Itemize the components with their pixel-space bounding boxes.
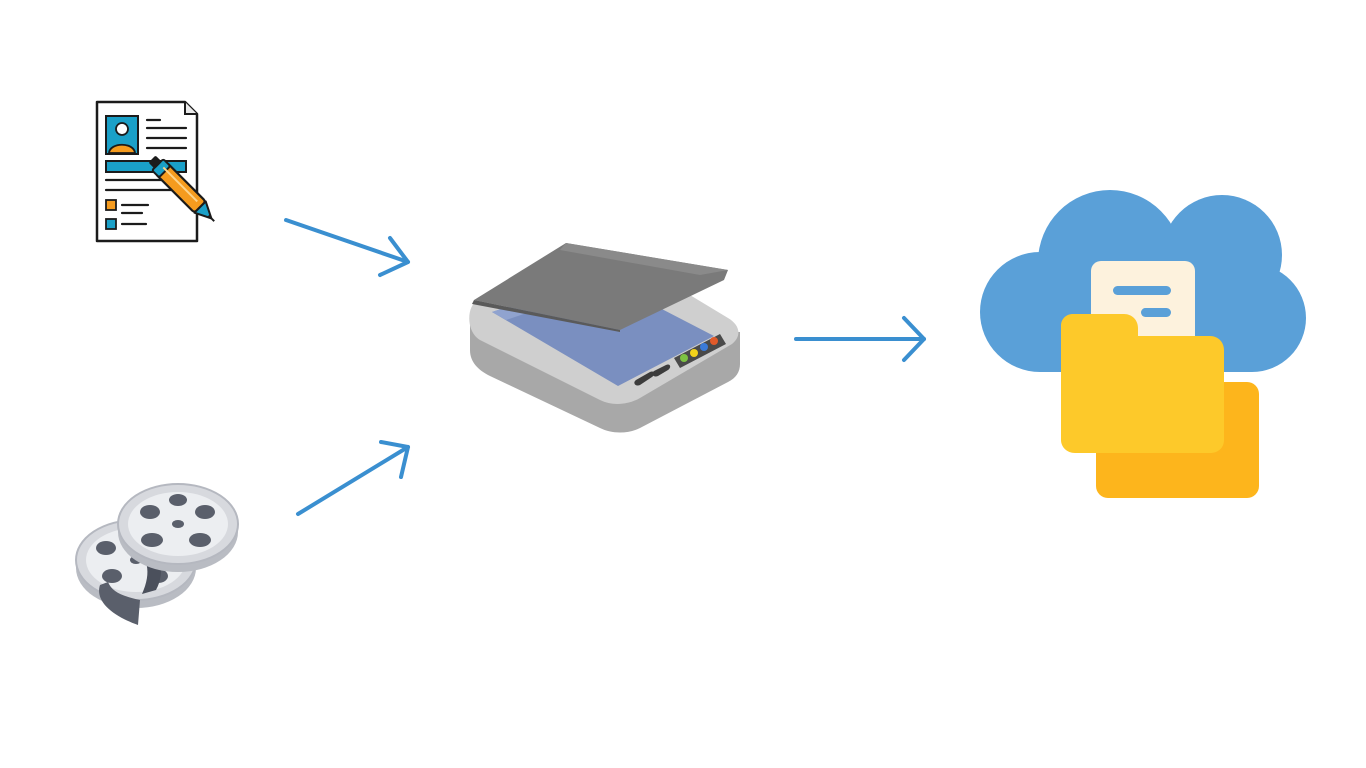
cloud-folder-icon xyxy=(980,190,1306,498)
film-reels-icon xyxy=(75,483,239,625)
document-with-pen-icon xyxy=(95,100,215,243)
arrow-scanner-to-cloud xyxy=(794,316,926,362)
arrow-document-to-scanner xyxy=(284,218,410,277)
arrow-film-to-scanner xyxy=(296,440,410,516)
flatbed-scanner-icon xyxy=(469,243,740,433)
